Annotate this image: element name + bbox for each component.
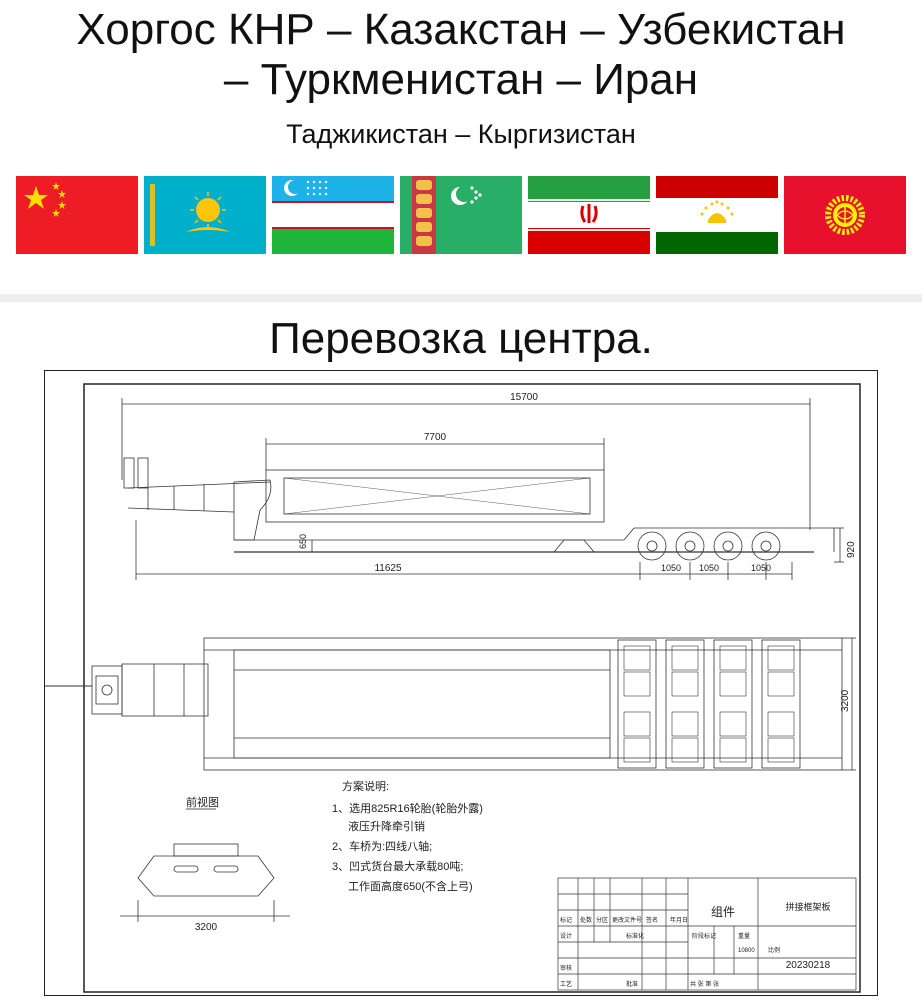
dim-gooseneck-length: 11625 [374, 563, 402, 574]
tb-cell-mark: 标记 [560, 916, 572, 924]
title-block-text: 标记 处数 分区 更改文件号 签名 年月日 设计 标准化 审核 工艺 批准 阶段… [560, 916, 755, 988]
tb-scale-label: 比例 [768, 946, 780, 954]
tb-review-label: 审核 [560, 964, 572, 972]
dim-ride-height: 920 [846, 541, 857, 558]
top-view [44, 637, 856, 771]
dim-axle-spacing-2: 1050 [699, 563, 719, 573]
trailer-engineering-drawing: 15700 7700 650 11625 1050 1050 1050 920 [44, 370, 878, 996]
notes-line-4: 3、凹式货台最大承载80吨; [332, 859, 463, 873]
notes-line-5: 工作面高度650(不含上弓) [348, 879, 473, 893]
tb-cell-zone: 分区 [596, 916, 608, 924]
flag-turkmenistan-icon [400, 176, 522, 254]
tb-assembly-label: 组件 [711, 905, 735, 919]
tb-sheets-label: 共 张 第 张 [690, 980, 719, 988]
flag-uzbekistan-icon [272, 176, 394, 254]
notes-line-2: 液压升降牵引销 [348, 819, 425, 833]
dim-width-front-view: 3200 [195, 922, 218, 933]
notes-heading: 方案说明: [342, 779, 389, 793]
dim-axle-spacing-3: 1050 [751, 563, 771, 573]
tb-cell-signature: 签名 [646, 916, 658, 924]
drawing-card: Перевозка центра. [0, 302, 922, 1000]
front-view-label: 前视图 [186, 795, 219, 809]
design-notes: 方案说明: 1、选用825R16轮胎(轮胎外露) 液压升降牵引销 2、车桥为:四… [332, 779, 483, 893]
tb-cell-date: 年月日 [670, 916, 688, 924]
dim-width-top-view: 3200 [840, 689, 851, 712]
title-block [557, 877, 857, 991]
front-view [120, 843, 290, 922]
route-title-line-2: – Туркменистан – Иран [223, 55, 699, 104]
dim-overall-length: 15700 [510, 392, 538, 403]
side-view [121, 398, 844, 580]
route-title-line-1: Хоргос КНР – Казакстан – Узбекистан [76, 5, 846, 54]
route-subtitle: Таджикистан – Кыргизистан [286, 119, 636, 149]
dim-axle-spacing-1: 1050 [661, 563, 681, 573]
tb-weight-value: 10800 [738, 948, 755, 954]
header-card: Хоргос КНР – Казакстан – Узбекистан – Ту… [0, 0, 922, 294]
section-title: Перевозка центра. [269, 314, 653, 363]
tb-drawing-name: 拼接框架板 [785, 901, 830, 912]
flag-kazakhstan-icon [144, 176, 266, 254]
tb-stage-mark: 阶段标记 [692, 932, 716, 940]
tb-cell-count: 处数 [580, 916, 592, 924]
flag-tajikistan-icon [656, 176, 778, 254]
tb-approve-label: 批准 [626, 980, 638, 988]
tb-process-label: 工艺 [560, 980, 572, 988]
tb-drawing-number: 20230218 [786, 960, 831, 971]
tb-cell-change-doc: 更改文件号 [612, 916, 642, 924]
tb-design-label: 设计 [560, 932, 572, 940]
flag-iran-icon [528, 176, 650, 254]
flag-kyrgyzstan-icon [784, 176, 906, 254]
notes-line-1: 1、选用825R16轮胎(轮胎外露) [332, 801, 483, 815]
dim-platform-length: 7700 [424, 432, 447, 443]
tb-standard-label: 标准化 [626, 932, 644, 940]
tb-weight-label: 重量 [738, 932, 750, 940]
dim-deck-height: 650 [298, 534, 308, 549]
flags-row [16, 176, 906, 256]
notes-line-3: 2、车桥为:四线八轴; [332, 839, 432, 853]
flag-china-icon [16, 176, 138, 254]
